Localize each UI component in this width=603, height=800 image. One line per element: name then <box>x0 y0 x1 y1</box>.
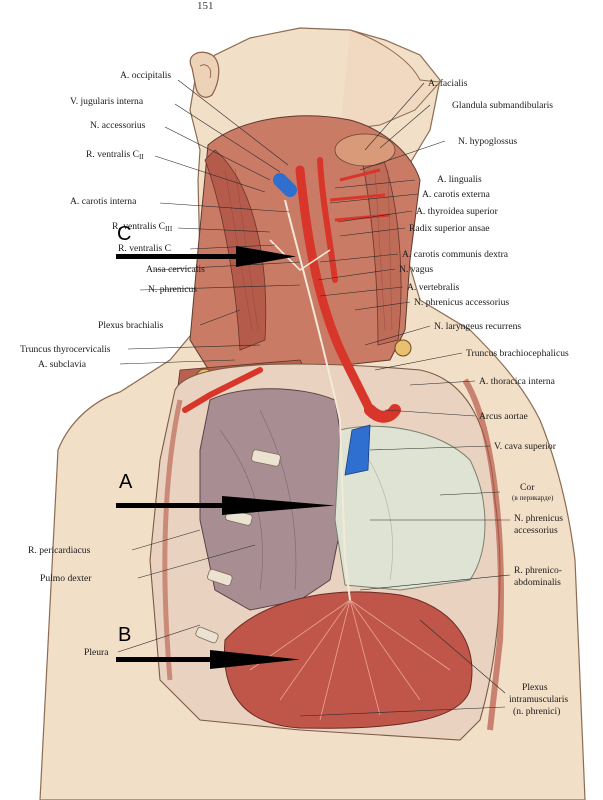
label-v-jugularis-interna: V. jugularis interna <box>70 96 144 107</box>
label-plexus-brachialis: Plexus brachialis <box>98 320 164 331</box>
label-truncus-brachiocephalicus: Truncus brachiocephalicus <box>466 348 569 359</box>
label-radix-superior-ansae: Radix superior ansae <box>409 223 489 234</box>
label-n-vagus: N. vagus <box>399 264 433 275</box>
label-a-lingualis: A. lingualis <box>437 174 482 185</box>
arrow-c <box>116 246 296 267</box>
label-a-occipitalis: A. occipitalis <box>120 70 171 81</box>
label-a-carotis-interna: A. carotis interna <box>70 196 137 207</box>
marker-arrows <box>116 246 335 669</box>
page-number: 151 <box>197 0 214 12</box>
label-r-pericardiacus: R. pericardiacus <box>28 545 91 556</box>
label-v-cava-superior: V. cava superior <box>494 441 557 452</box>
arteries <box>182 157 401 423</box>
label-n-laryngeus-recurrens: N. laryngeus recurrens <box>434 321 521 332</box>
label-a-carotis-communis-dextra: A. carotis communis dextra <box>402 249 509 260</box>
label-r-ventralis-c4: R. ventralis C <box>118 243 171 254</box>
label-n-hypoglossus: N. hypoglossus <box>458 136 517 147</box>
label-a-carotis-externa: A. carotis externa <box>422 189 491 200</box>
label-a-vertebralis: A. vertebralis <box>407 282 459 293</box>
rib-stubs <box>195 449 281 644</box>
label-arcus-aortae: Arcus aortae <box>479 411 528 422</box>
label-r-ventralis-c2: R. ventralis CII <box>86 149 144 161</box>
label-n-accessorius: N. accessorius <box>90 120 146 131</box>
label-truncus-thyrocervicalis: Truncus thyrocervicalis <box>20 344 111 355</box>
left-leaders <box>117 79 301 653</box>
label-plexus-line1: Plexus <box>522 682 548 693</box>
pericardium <box>334 425 486 591</box>
marker-a: A <box>119 471 133 493</box>
label-n-phrenicus-acc-line2: accessorius <box>514 525 558 536</box>
label-r-phrenico-line2: abdominalis <box>514 577 561 588</box>
label-plexus-line2: intramuscularis <box>509 694 568 705</box>
label-pleura: Pleura <box>84 647 109 658</box>
label-n-phrenicus-accessorius: N. phrenicus accessorius <box>414 297 509 308</box>
label-cor: Cor <box>520 482 535 493</box>
label-pulmo-dexter: Pulmo dexter <box>40 573 92 584</box>
left-labels: A. occipitalis V. jugularis interna N. a… <box>20 70 205 658</box>
label-n-phrenicus: N. phrenicus <box>148 284 197 295</box>
veins <box>273 173 371 476</box>
label-a-thyroidea-superior: A. thyroidea superior <box>416 206 499 217</box>
label-cor-sub: (в перикарде) <box>512 494 554 502</box>
label-plexus-line3: (n. phrenici) <box>513 706 560 717</box>
right-labels: A. facialis Glandula submandibularis N. … <box>399 78 569 717</box>
neck-dissection <box>189 115 421 373</box>
arrow-a <box>116 496 335 515</box>
label-ansa-cervicalis: Ansa cervicalis <box>146 264 205 275</box>
label-a-subclavia: A. subclavia <box>38 359 87 370</box>
ear <box>189 51 220 98</box>
right-leaders <box>299 82 511 717</box>
label-glandula-submandibularis: Glandula submandibularis <box>452 100 553 111</box>
nerves <box>269 199 351 601</box>
label-r-phrenico-line1: R. phrenico- <box>514 565 562 576</box>
right-lung <box>199 388 346 611</box>
diaphragm <box>223 591 473 729</box>
marker-b: B <box>118 624 131 646</box>
arrow-b <box>116 650 300 669</box>
label-n-phrenicus-acc-line1: N. phrenicus <box>514 513 563 524</box>
marker-letters: C A B <box>117 223 133 646</box>
marker-c: C <box>117 223 131 245</box>
label-a-facialis: A. facialis <box>428 78 468 89</box>
label-a-thoracica-interna: A. thoracica interna <box>479 376 556 387</box>
label-r-ventralis-c3: R. ventralis CIII <box>112 221 173 233</box>
